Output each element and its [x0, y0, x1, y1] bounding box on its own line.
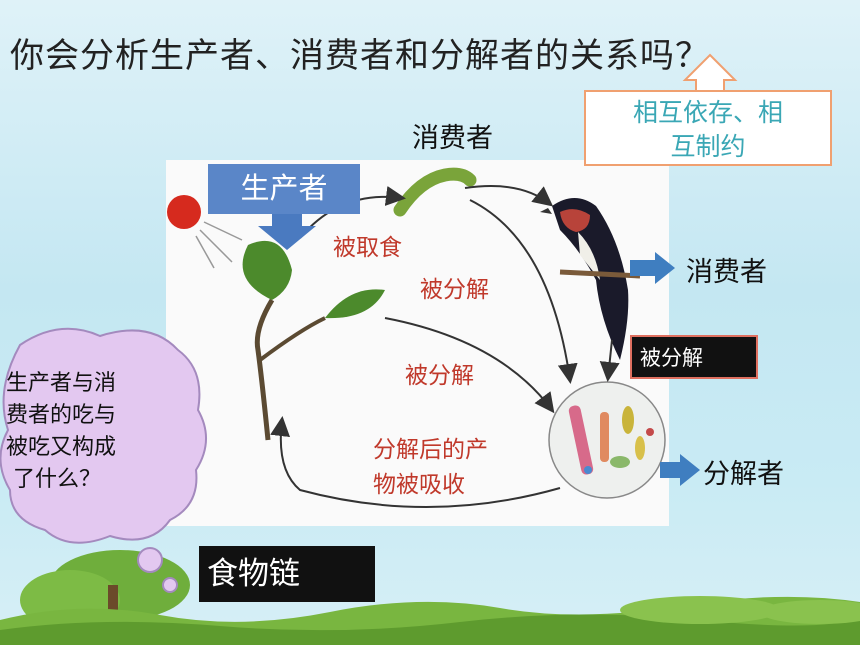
arrow-up-icon [682, 53, 738, 93]
decomposed-label-box: 被分解 [630, 335, 758, 379]
thought-bubble [0, 327, 207, 593]
page-title: 你会分析生产者、消费者和分解者的关系吗？ [10, 36, 710, 76]
decomposed-label: 被分解 [405, 363, 474, 389]
grass [0, 614, 860, 645]
producer-label-box: 生产者 [208, 164, 360, 214]
question-text: 生产者与消 费者的吃与 被吃又构成 了什么？ [6, 368, 176, 496]
question-line-2: 费者的吃与 [6, 403, 117, 428]
mutual-line-1: 相互依存、相 [632, 98, 783, 127]
arrow-bird-to-decomposer [599, 339, 620, 382]
question-line-4: 了什么？ [6, 467, 101, 492]
question-line-1: 生产者与消 [6, 371, 117, 396]
decomposed-label: 被分解 [420, 277, 489, 303]
arrow-caterpillar-to-decomposer [469, 199, 578, 384]
consumer-label-top: 消费者 [412, 123, 493, 154]
question-line-3: 被吃又构成 [6, 435, 117, 460]
plant-icon [242, 240, 385, 441]
absorbed-label-line1: 分解后的产 [373, 437, 488, 463]
tree-trunk [108, 585, 118, 625]
arrow-plant-to-decomposer [384, 317, 555, 414]
arrow-decomposer-to-plant [270, 416, 561, 508]
bacteria-icon [548, 381, 666, 499]
caterpillar-icon [393, 167, 477, 217]
eaten-label: 被取食 [333, 235, 402, 261]
consumer-label-right: 消费者 [686, 257, 767, 288]
arrow-caterpillar-to-bird [464, 185, 554, 207]
bush [760, 600, 860, 624]
bird-icon [540, 198, 641, 360]
food-chain-answer: 食物链 [199, 546, 375, 602]
absorbed-label-line2: 物被吸收 [373, 472, 465, 498]
sun-icon [167, 195, 201, 229]
bush [620, 596, 780, 624]
sun-rays-icon [195, 221, 243, 269]
arrow-right-icon [660, 454, 700, 486]
arrow-down-icon [258, 214, 316, 250]
mutual-relation-box: 相互依存、相 互制约 [584, 90, 832, 166]
arrow-right-icon [630, 252, 675, 284]
mutual-line-2: 互制约 [670, 132, 746, 161]
decomposer-label: 分解者 [703, 459, 784, 490]
